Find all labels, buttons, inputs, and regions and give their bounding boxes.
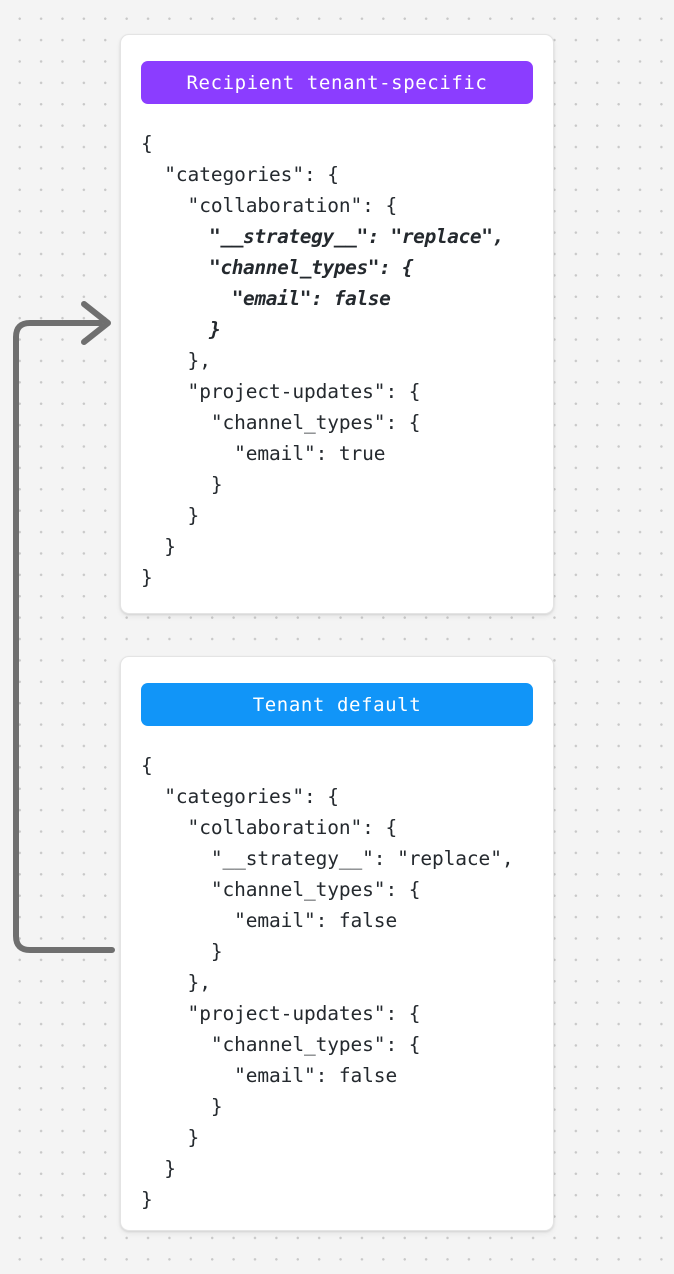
card-tenant-default[interactable]: Tenant default { "categories": { "collab… bbox=[120, 656, 554, 1231]
code-line: "project-updates": { bbox=[141, 380, 421, 403]
code-line: } bbox=[141, 566, 153, 589]
code-line: { bbox=[141, 754, 153, 777]
code-line: "collaboration": { bbox=[141, 816, 398, 839]
code-line: "__strategy__": "replace", bbox=[141, 225, 504, 248]
code-line: } bbox=[141, 1188, 153, 1211]
code-block-tenant-default: { "categories": { "collaboration": { "__… bbox=[141, 750, 533, 1215]
card-badge-recipient-tenant-specific: Recipient tenant-specific bbox=[141, 61, 533, 104]
code-line: "channel_types": { bbox=[141, 1033, 421, 1056]
code-line: "channel_types": { bbox=[141, 411, 421, 434]
arrowhead-icon bbox=[81, 301, 111, 345]
code-line: } bbox=[141, 318, 221, 341]
code-line: } bbox=[141, 1095, 223, 1118]
code-line: "email": true bbox=[141, 442, 386, 465]
code-line: "email": false bbox=[141, 1064, 398, 1087]
card-recipient-tenant-specific[interactable]: Recipient tenant-specific { "categories"… bbox=[120, 34, 554, 614]
code-line: "channel_types": { bbox=[141, 256, 414, 279]
code-line: } bbox=[141, 1126, 200, 1149]
code-line: }, bbox=[141, 349, 211, 372]
card-badge-tenant-default: Tenant default bbox=[141, 683, 533, 726]
code-line: "channel_types": { bbox=[141, 878, 421, 901]
code-line: "email": false bbox=[141, 287, 391, 310]
code-line: "project-updates": { bbox=[141, 1002, 421, 1025]
code-line: } bbox=[141, 504, 200, 527]
code-line: "__strategy__": "replace", bbox=[141, 847, 514, 870]
code-line: } bbox=[141, 940, 223, 963]
code-line: }, bbox=[141, 971, 211, 994]
code-line: "collaboration": { bbox=[141, 194, 398, 217]
code-block-recipient-tenant-specific: { "categories": { "collaboration": { "__… bbox=[141, 128, 533, 593]
code-line: } bbox=[141, 1157, 176, 1180]
code-line: } bbox=[141, 535, 176, 558]
code-line: { bbox=[141, 132, 153, 155]
code-line: "categories": { bbox=[141, 163, 339, 186]
code-line: "email": false bbox=[141, 909, 398, 932]
connector-path bbox=[13, 320, 115, 953]
code-line: } bbox=[141, 473, 223, 496]
code-line: "categories": { bbox=[141, 785, 339, 808]
